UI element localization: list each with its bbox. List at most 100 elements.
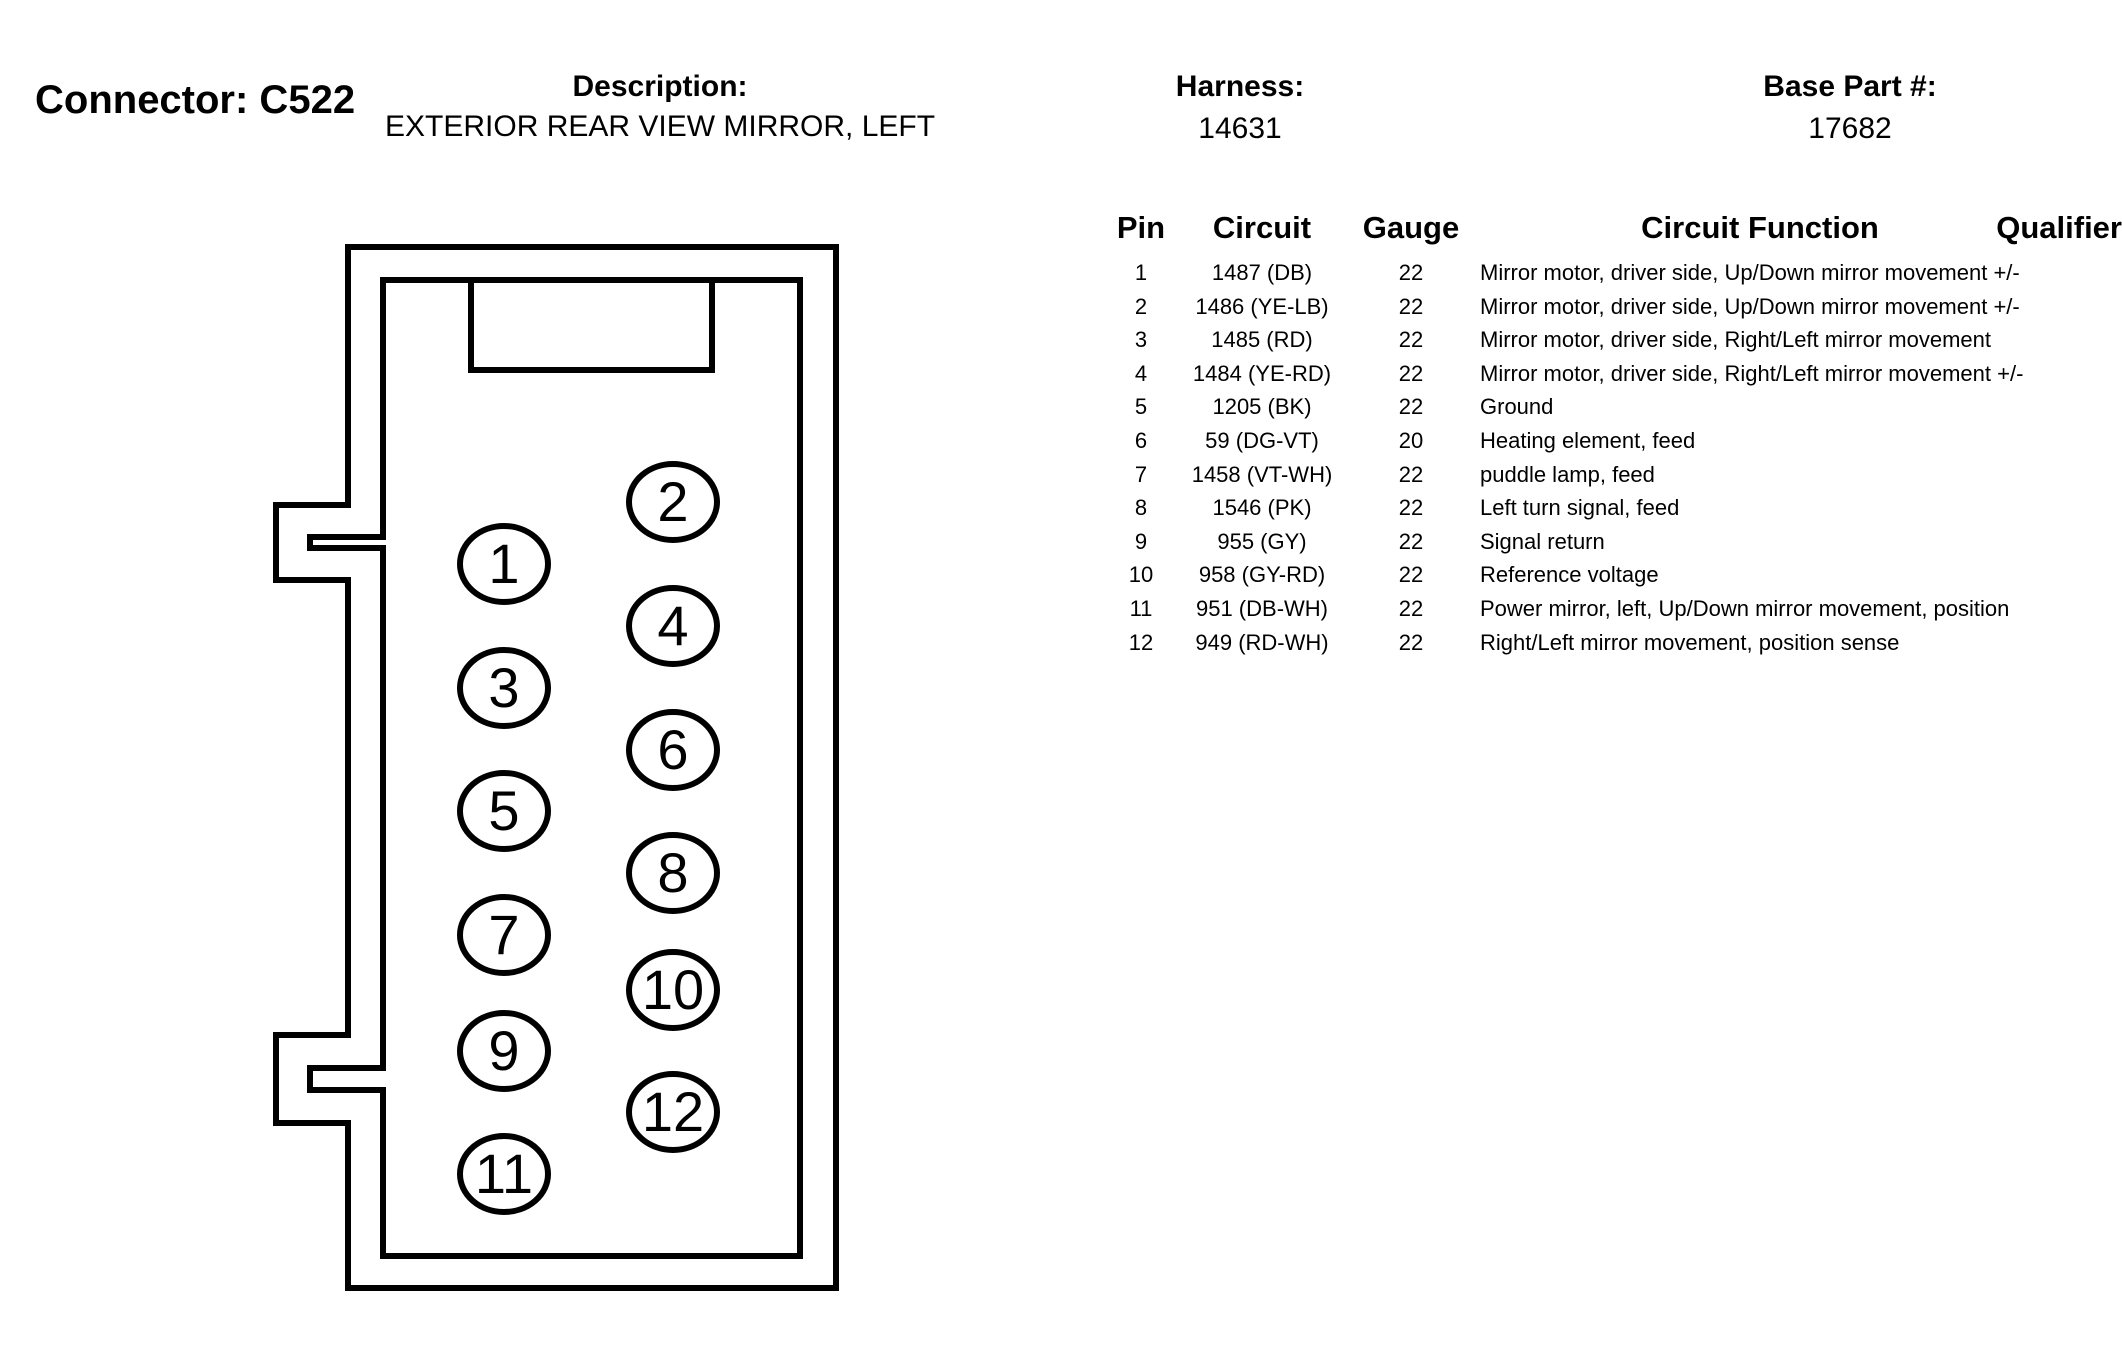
pin-number-label: 8 bbox=[657, 841, 688, 904]
gauge-cell: 22 bbox=[1398, 562, 1424, 588]
column-header-qualifier: Qualifier bbox=[1996, 210, 2122, 245]
pin-circle bbox=[626, 949, 720, 1031]
table-row: 2 1486 (YE-LB) 22 Mirror motor, driver side… bbox=[1105, 294, 2122, 327]
description-label: Description: bbox=[572, 70, 748, 103]
gauge-cell: 22 bbox=[1398, 293, 1424, 319]
pin-circle bbox=[457, 894, 551, 976]
function-cell: Heating element, feed bbox=[1480, 428, 1696, 453]
circuit-cell: 958 (GY-RD) bbox=[1198, 562, 1326, 588]
pin-circle bbox=[626, 832, 720, 914]
pin-number-label: 5 bbox=[488, 779, 519, 842]
pin-circle bbox=[457, 647, 551, 729]
pin-number-label: 7 bbox=[488, 903, 519, 966]
pin-number-label: 3 bbox=[488, 656, 519, 719]
pin-number-label: 9 bbox=[488, 1019, 519, 1082]
circuit-cell: 1546 (PK) bbox=[1212, 495, 1312, 521]
column-header-gauge: Gauge bbox=[1362, 210, 1460, 245]
connector-inner-housing bbox=[307, 277, 803, 1259]
pin-cell: 1 bbox=[1134, 260, 1148, 285]
pin-cell: 5 bbox=[1134, 394, 1148, 420]
pin-circle bbox=[457, 1133, 551, 1215]
column-header-pin: Pin bbox=[1116, 210, 1166, 245]
pin-number-label: 6 bbox=[657, 718, 688, 781]
circuit-cell: 949 (RD-WH) bbox=[1195, 629, 1329, 655]
function-cell: Mirror motor, driver side, Up/Down mirro… bbox=[1480, 260, 2020, 285]
pin-number-label: 12 bbox=[642, 1080, 704, 1143]
circuit-cell: 1485 (RD) bbox=[1211, 327, 1313, 353]
harness-value: 14631 bbox=[1198, 112, 1282, 145]
circuit-cell: 1487 (DB) bbox=[1211, 260, 1313, 285]
pin-cell: 6 bbox=[1134, 428, 1148, 453]
function-cell: Signal return bbox=[1480, 528, 1605, 554]
gauge-cell: 22 bbox=[1398, 394, 1424, 420]
circuit-cell: 1205 (BK) bbox=[1212, 394, 1312, 420]
connector-outer-housing bbox=[273, 244, 839, 1291]
table-row: 3 1485 (RD) 22 Mirror motor, driver side, R… bbox=[1105, 327, 2122, 360]
table-row: 12 949 (RD-WH) 22 Right/Left mirror movemen… bbox=[1105, 630, 2122, 663]
circuit-cell: 59 (DG-VT) bbox=[1205, 428, 1319, 453]
pin-cell: 12 bbox=[1128, 629, 1154, 655]
base-part-value: 17682 bbox=[1808, 112, 1892, 145]
function-cell: Mirror motor, driver side, Right/Left mi… bbox=[1480, 327, 1992, 353]
connector-latch bbox=[468, 277, 715, 373]
pin-circle bbox=[626, 709, 720, 791]
pin-circle bbox=[457, 1010, 551, 1092]
pin-cell: 11 bbox=[1129, 596, 1153, 621]
circuit-cell: 955 (GY) bbox=[1217, 528, 1307, 554]
pin-number-label: 1 bbox=[488, 532, 519, 595]
circuit-cell: 1486 (YE-LB) bbox=[1195, 293, 1329, 319]
table-row: 5 1205 (BK) 22 Ground bbox=[1105, 394, 2122, 427]
function-cell: Right/Left mirror movement, position sen… bbox=[1480, 629, 1900, 655]
pin-circle bbox=[626, 585, 720, 667]
pin-cell: 2 bbox=[1134, 293, 1148, 319]
gauge-cell: 22 bbox=[1398, 596, 1424, 621]
function-cell: Mirror motor, driver side, Right/Left mi… bbox=[1480, 360, 2024, 386]
base-part-label: Base Part #: bbox=[1763, 70, 1937, 103]
circuit-cell: 951 (DB-WH) bbox=[1195, 596, 1328, 621]
column-header-function: Circuit Function bbox=[1641, 210, 1879, 245]
table-row: 6 59 (DG-VT) 20 Heating element, feed bbox=[1105, 428, 2122, 461]
gauge-cell: 22 bbox=[1398, 360, 1424, 386]
gauge-cell: 22 bbox=[1398, 495, 1424, 521]
description-value: EXTERIOR REAR VIEW MIRROR, LEFT bbox=[385, 110, 936, 143]
table-row: 7 1458 (VT-WH) 22 puddle lamp, feed bbox=[1105, 462, 2122, 495]
gauge-cell: 22 bbox=[1398, 260, 1424, 285]
pin-number-label: 2 bbox=[657, 470, 688, 533]
pin-circle bbox=[457, 523, 551, 605]
pin-cell: 10 bbox=[1128, 562, 1154, 588]
function-cell: puddle lamp, feed bbox=[1480, 461, 1655, 487]
function-cell: Left turn signal, feed bbox=[1480, 495, 1680, 521]
harness-label: Harness: bbox=[1175, 70, 1305, 103]
circuit-cell: 1458 (VT-WH) bbox=[1191, 461, 1333, 487]
table-row: 4 1484 (YE-RD) 22 Mirror motor, driver side… bbox=[1105, 361, 2122, 394]
gauge-cell: 22 bbox=[1398, 461, 1424, 487]
function-cell: Reference voltage bbox=[1480, 562, 1659, 588]
pin-cell: 7 bbox=[1134, 461, 1148, 487]
circuit-cell: 1484 (YE-RD) bbox=[1192, 360, 1332, 386]
pin-number-label: 11 bbox=[475, 1142, 533, 1205]
function-cell: Ground bbox=[1480, 394, 1554, 420]
table-header-row: Pin Circuit Gauge Circuit Function Quali… bbox=[1105, 210, 2122, 254]
pin-cell: 9 bbox=[1134, 528, 1148, 554]
pin-circle bbox=[626, 461, 720, 543]
pin-number-label: 4 bbox=[657, 594, 688, 657]
gauge-cell: 22 bbox=[1398, 629, 1424, 655]
function-cell: Mirror motor, driver side, Up/Down mirro… bbox=[1480, 293, 2020, 319]
pin-circle bbox=[626, 1071, 720, 1153]
table-row: 10 958 (GY-RD) 22 Reference voltage bbox=[1105, 562, 2122, 595]
gauge-cell: 22 bbox=[1398, 327, 1424, 353]
pin-circle bbox=[457, 770, 551, 852]
pin-cell: 4 bbox=[1134, 360, 1148, 386]
column-header-circuit: Circuit bbox=[1212, 210, 1312, 245]
pin-number-label: 10 bbox=[642, 958, 704, 1021]
function-cell: Power mirror, left, Up/Down mirror movem… bbox=[1480, 596, 2010, 621]
table-row: 1 1487 (DB) 22 Mirror motor, driver side, U… bbox=[1105, 260, 2122, 293]
gauge-cell: 20 bbox=[1398, 428, 1424, 453]
table-row: 11 951 (DB-WH) 22 Power mirror, left, Up/Do… bbox=[1105, 596, 2122, 629]
connector-title: Connector: C522 bbox=[35, 78, 356, 122]
pin-cell: 3 bbox=[1134, 327, 1148, 353]
